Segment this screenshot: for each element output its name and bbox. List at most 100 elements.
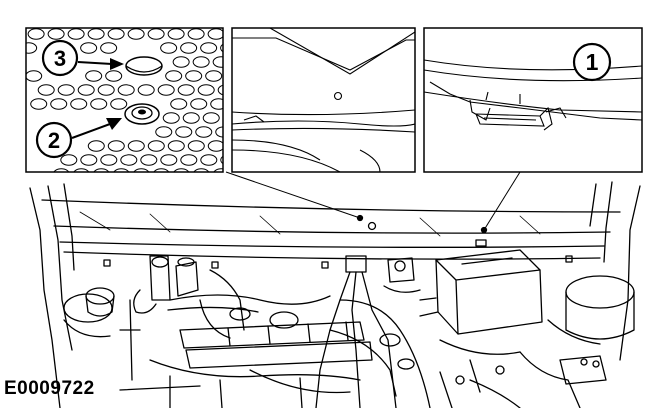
perforation-hole bbox=[57, 84, 75, 96]
perforation-hole bbox=[170, 98, 188, 110]
perforation-hole bbox=[167, 140, 185, 152]
perforation-hole bbox=[213, 168, 223, 172]
perforation-hole bbox=[37, 84, 55, 96]
perforation-hole bbox=[187, 28, 205, 40]
perforation-hole bbox=[153, 168, 170, 172]
inset-windscreen bbox=[231, 27, 416, 173]
perforation-hole bbox=[215, 126, 223, 138]
perforation-hole bbox=[175, 126, 193, 138]
perforation-hole bbox=[106, 183, 122, 193]
perforation-hole bbox=[238, 85, 254, 95]
perforation-hole bbox=[116, 15, 132, 25]
perforation-hole bbox=[246, 183, 262, 193]
perforation-hole bbox=[197, 84, 215, 96]
perforation-hole bbox=[127, 28, 145, 40]
perforation-hole bbox=[236, 127, 252, 137]
perforation-hole bbox=[157, 84, 175, 96]
perforation-hole bbox=[147, 140, 165, 152]
callout-2: 2 bbox=[35, 103, 160, 159]
perforation-hole bbox=[110, 98, 128, 110]
perforation-hole bbox=[105, 70, 123, 82]
perforation-hole bbox=[85, 70, 103, 82]
perforation-hole bbox=[220, 155, 223, 165]
perforation-hole bbox=[73, 168, 90, 172]
perforation-hole bbox=[26, 70, 43, 82]
perforation-hole bbox=[187, 140, 205, 152]
perforation-hole bbox=[160, 154, 178, 166]
fastener-part bbox=[124, 103, 160, 125]
perforation-hole bbox=[86, 183, 102, 193]
perforation-hole bbox=[87, 28, 105, 40]
perforation-hole bbox=[127, 140, 145, 152]
perforation-hole bbox=[185, 70, 203, 82]
perforation-hole bbox=[200, 154, 218, 166]
perforation-hole bbox=[180, 42, 198, 54]
perforation-hole bbox=[126, 183, 142, 193]
perforation-hole bbox=[186, 183, 202, 193]
perforation-hole bbox=[80, 154, 98, 166]
perforation-hole bbox=[146, 183, 162, 193]
perforation-hole bbox=[93, 168, 110, 172]
callout-1: 1 bbox=[572, 42, 612, 82]
perforation-hole bbox=[196, 15, 212, 25]
callout-3: 3 bbox=[41, 39, 163, 77]
perforation-hole bbox=[212, 56, 223, 68]
engine-bay bbox=[29, 181, 641, 408]
perforation-hole bbox=[231, 99, 247, 109]
perforation-hole bbox=[190, 98, 208, 110]
perforation-hole bbox=[53, 168, 70, 172]
perforation-hole bbox=[207, 140, 223, 152]
perforation-hole bbox=[248, 141, 264, 151]
perforation-hole bbox=[155, 126, 173, 138]
perforation-hole bbox=[27, 28, 45, 40]
perforation-hole bbox=[76, 15, 92, 25]
perforation-hole bbox=[195, 126, 213, 138]
callout-3-number: 3 bbox=[54, 46, 66, 71]
perforation-hole bbox=[133, 168, 150, 172]
perforation-hole bbox=[100, 42, 118, 54]
perforation-hole bbox=[100, 154, 118, 166]
perforation-hole bbox=[107, 28, 125, 40]
perforation-hole bbox=[30, 98, 48, 110]
figure-id: E0009722 bbox=[4, 378, 95, 399]
perforation-hole bbox=[177, 84, 195, 96]
callout-1-number: 1 bbox=[586, 49, 599, 75]
perforation-hole bbox=[167, 28, 185, 40]
perforation-hole bbox=[47, 28, 65, 40]
perforation-hole bbox=[226, 71, 242, 81]
leader-lines bbox=[225, 171, 521, 231]
inset-clip-detail bbox=[423, 27, 643, 173]
perforation-hole bbox=[216, 15, 232, 25]
perforation-hole bbox=[226, 183, 242, 193]
perforation-hole bbox=[253, 169, 269, 179]
perforation-hole bbox=[36, 15, 52, 25]
perforation-hole bbox=[90, 98, 108, 110]
perforation-hole bbox=[206, 183, 222, 193]
perforation-hole bbox=[87, 140, 105, 152]
perforation-hole bbox=[97, 84, 115, 96]
perforation-hole bbox=[120, 154, 138, 166]
perforation-hole bbox=[220, 43, 223, 53]
perforation-hole bbox=[173, 168, 190, 172]
perforation-hole bbox=[180, 154, 198, 166]
perforation-hole bbox=[70, 98, 88, 110]
inset-perforated-cover bbox=[25, 15, 269, 193]
callout-2-number: 2 bbox=[48, 128, 60, 153]
perforation-hole bbox=[140, 154, 158, 166]
perforation-hole bbox=[207, 28, 223, 40]
perforation-hole bbox=[192, 56, 210, 68]
perforation-hole bbox=[107, 140, 125, 152]
perforation-hole bbox=[233, 57, 249, 67]
perforation-hole bbox=[117, 84, 135, 96]
perforation-hole bbox=[156, 15, 172, 25]
perforation-hole bbox=[182, 112, 200, 124]
perforation-hole bbox=[172, 56, 190, 68]
perforation-hole bbox=[80, 42, 98, 54]
perforation-hole bbox=[77, 84, 95, 96]
perforation-hole bbox=[222, 116, 223, 120]
perforation-hole bbox=[241, 155, 257, 165]
perforation-hole bbox=[162, 112, 180, 124]
perforation-hole bbox=[67, 28, 85, 40]
perforation-hole bbox=[160, 42, 178, 54]
